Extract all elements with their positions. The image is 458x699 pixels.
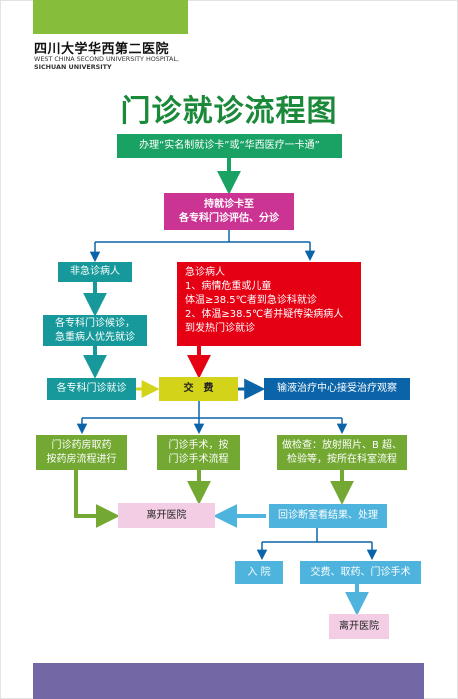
node-triage: 持就诊卡至 各专科门诊评估、分诊 <box>164 193 294 230</box>
node-exam-line1: 做检查：放射照片、B 超、 <box>281 439 403 451</box>
node-waiting: 各专科门诊候诊， 急重病人优先就诊 <box>43 315 147 346</box>
page-title: 门诊就诊流程图 <box>120 94 338 129</box>
node-pharmacy: 门诊药房取药 按药房流程进行 <box>36 435 127 470</box>
header-color-bar <box>33 0 188 34</box>
node-leave-hospital-2: 离开医院 <box>329 614 389 639</box>
node-waiting-line2: 急重病人优先就诊 <box>55 331 135 343</box>
hospital-name-cn: 四川大学华西第二医院 <box>34 42 170 57</box>
node-waiting-line1: 各专科门诊候诊， <box>55 317 135 329</box>
node-register: 办理“实名制就诊卡”或“华西医疗一卡通” <box>117 134 342 158</box>
hospital-name-en-line1: WEST CHINA SECOND UNIVERSITY HOSPITAL, <box>34 55 179 63</box>
node-emergency-line1: 急诊病人 <box>185 267 225 278</box>
node-non-emergency: 非急诊病人 <box>58 262 132 282</box>
node-admit: 入 院 <box>235 561 283 584</box>
node-return-visit: 回诊断室看结果、处理 <box>269 504 387 528</box>
node-exam-line2: 检验等，按所在科室流程 <box>287 453 397 465</box>
hospital-name-en: WEST CHINA SECOND UNIVERSITY HOSPITAL, S… <box>34 55 179 71</box>
arrow-pharmacy-to-leave <box>74 470 120 528</box>
node-infusion: 输液治疗中心接受治疗观察 <box>264 378 410 400</box>
footer-color-bar <box>33 663 424 699</box>
node-surgery-line2: 门诊手术流程 <box>168 453 229 465</box>
node-emergency-line5: 到发热门诊就诊 <box>185 323 255 334</box>
node-emergency-line3: 体温≥38.5℃者到急诊科就诊 <box>185 295 317 306</box>
node-leave-hospital: 离开医院 <box>118 503 215 528</box>
node-surgery-line1: 门诊手术，按 <box>168 439 229 451</box>
node-payment: 交 费 <box>159 377 238 401</box>
node-triage-line2: 各专科门诊评估、分诊 <box>179 212 279 224</box>
node-pharmacy-line1: 门诊药房取药 <box>51 439 112 451</box>
node-surgery: 门诊手术，按 门诊手术流程 <box>157 435 240 470</box>
node-emergency-line2: 1、病情危重或儿童 <box>185 281 272 292</box>
node-emergency: 急诊病人 1、病情危重或儿童 体温≥38.5℃者到急诊科就诊 2、体温≥38.5… <box>177 262 361 346</box>
node-followup: 交费、取药、门诊手术 <box>300 561 421 584</box>
node-triage-line1: 持就诊卡至 <box>204 198 254 210</box>
node-exam: 做检查：放射照片、B 超、 检验等，按所在科室流程 <box>277 435 407 470</box>
node-emergency-line4: 2、体温≥38.5℃者并疑传染病病人 <box>185 309 344 320</box>
hospital-name-en-line2: SICHUAN UNIVERSITY <box>34 63 112 71</box>
node-consult: 各专科门诊就诊 <box>47 378 136 400</box>
node-pharmacy-line2: 按药房流程进行 <box>46 453 117 465</box>
